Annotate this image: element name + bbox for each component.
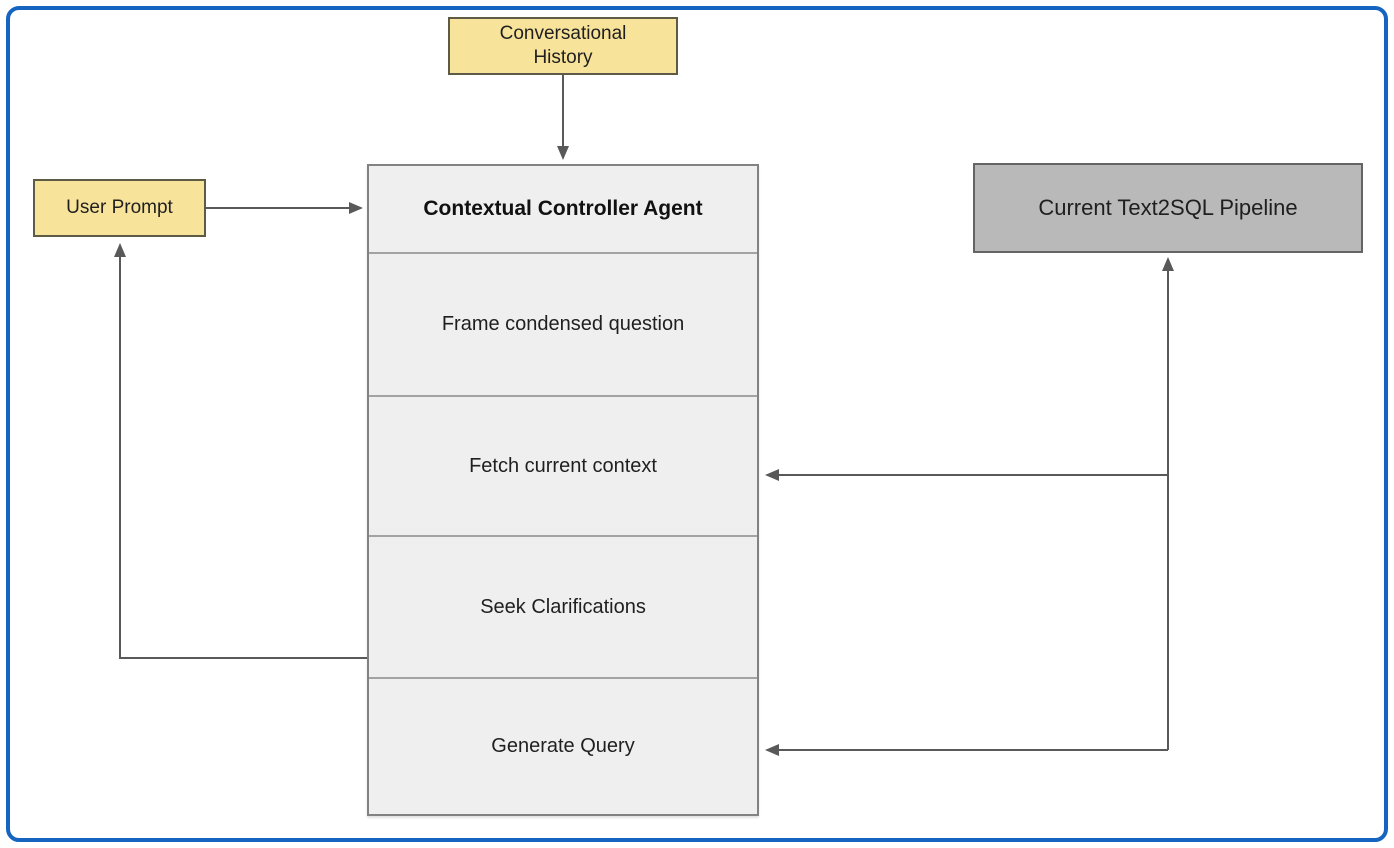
- node-contextual-controller-agent: Contextual Controller Agent Frame conden…: [367, 164, 759, 816]
- conversational-history-label: Conversational History: [499, 23, 627, 68]
- controller-title: Contextual Controller Agent: [423, 197, 703, 220]
- controller-step-fetch-current-context: Fetch current context: [369, 395, 757, 535]
- arrow-seek-clarifications-to-user-prompt: [114, 243, 367, 659]
- node-current-text2sql-pipeline: Current Text2SQL Pipeline: [973, 163, 1363, 253]
- pipeline-label: Current Text2SQL Pipeline: [1038, 195, 1298, 220]
- node-user-prompt: User Prompt: [33, 179, 206, 237]
- controller-step-frame-condensed-question: Frame condensed question: [369, 252, 757, 395]
- controller-step-generate-query: Generate Query: [369, 677, 757, 814]
- node-conversational-history: Conversational History: [448, 17, 678, 75]
- controller-step-seek-clarifications: Seek Clarifications: [369, 535, 757, 677]
- user-prompt-label: User Prompt: [66, 197, 173, 218]
